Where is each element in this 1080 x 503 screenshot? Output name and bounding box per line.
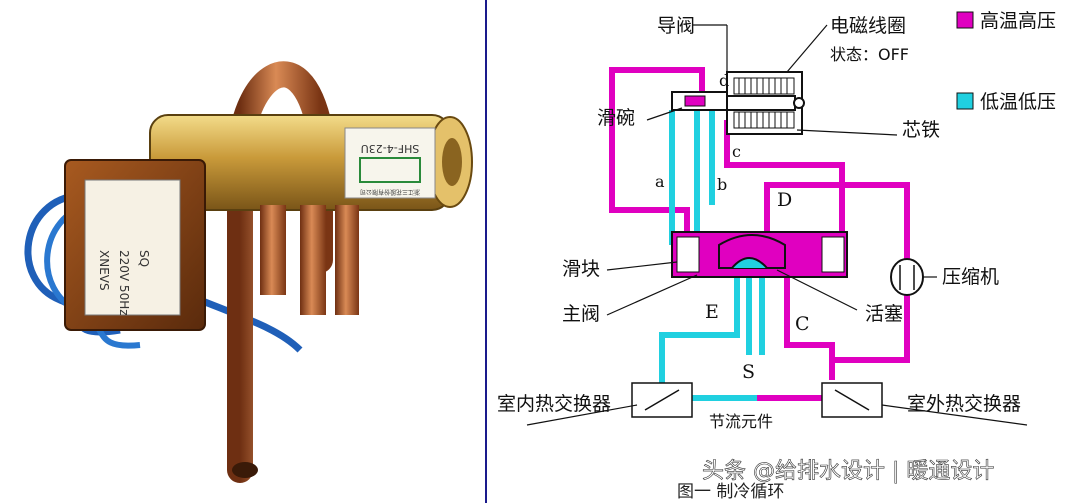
sticker-maker: 浙江三花股份有限公司 bbox=[360, 188, 420, 196]
product-code: SHF-4-23U bbox=[361, 142, 420, 155]
port-c: c bbox=[732, 142, 741, 161]
svg-text:SQ: SQ bbox=[137, 250, 151, 267]
legend-low-swatch bbox=[956, 92, 974, 110]
svg-text:XNEVS: XNEVS bbox=[97, 250, 111, 291]
compressor bbox=[890, 258, 924, 296]
label-compressor: 压缩机 bbox=[942, 266, 999, 288]
iron-core bbox=[726, 95, 796, 111]
slider-block bbox=[718, 234, 786, 269]
label-slider: 滑块 bbox=[562, 258, 600, 280]
legend-high-swatch bbox=[956, 11, 974, 29]
valve-photo-panel: SHF-4-23U 浙江三花股份有限公司 XNEVS 220V 50Hz SQ bbox=[0, 0, 487, 503]
label-throttle: 节流元件 bbox=[709, 412, 773, 431]
refrigeration-cycle-diagram: 高温高压 低温低压 bbox=[497, 10, 1056, 502]
label-state: 状态：OFF bbox=[830, 45, 909, 64]
label-indoor-hx: 室内热交换器 bbox=[497, 393, 611, 415]
label-main-valve: 主阀 bbox=[562, 303, 600, 325]
port-E: E bbox=[705, 301, 719, 323]
label-slide-bowl: 滑碗 bbox=[597, 107, 635, 129]
label-piston: 活塞 bbox=[865, 303, 903, 325]
port-D: D bbox=[777, 189, 792, 211]
port-b: b bbox=[717, 175, 727, 194]
cycle-diagram-panel: 高温高压 低温低压 bbox=[487, 0, 1080, 503]
svg-text:220V 50Hz: 220V 50Hz bbox=[117, 250, 131, 316]
figure-caption: 图一 制冷循环 bbox=[677, 482, 784, 502]
port-C: C bbox=[795, 313, 810, 335]
label-core: 芯铁 bbox=[902, 119, 940, 141]
label-coil: 电磁线圈 bbox=[830, 15, 906, 37]
four-way-valve-photo: SHF-4-23U 浙江三花股份有限公司 XNEVS 220V 50Hz SQ bbox=[24, 61, 473, 483]
legend-low-label: 低温低压 bbox=[980, 91, 1056, 113]
product-sticker bbox=[344, 127, 436, 199]
legend-high-label: 高温高压 bbox=[980, 10, 1056, 32]
label-pilot-valve: 导阀 bbox=[657, 15, 695, 37]
port-S: S bbox=[742, 361, 755, 383]
port-a: a bbox=[655, 172, 665, 191]
watermark: 头条 @给排水设计 | 暖通设计 bbox=[702, 459, 994, 484]
port-d: d bbox=[719, 71, 729, 90]
label-outdoor-hx: 室外热交换器 bbox=[907, 393, 1021, 415]
